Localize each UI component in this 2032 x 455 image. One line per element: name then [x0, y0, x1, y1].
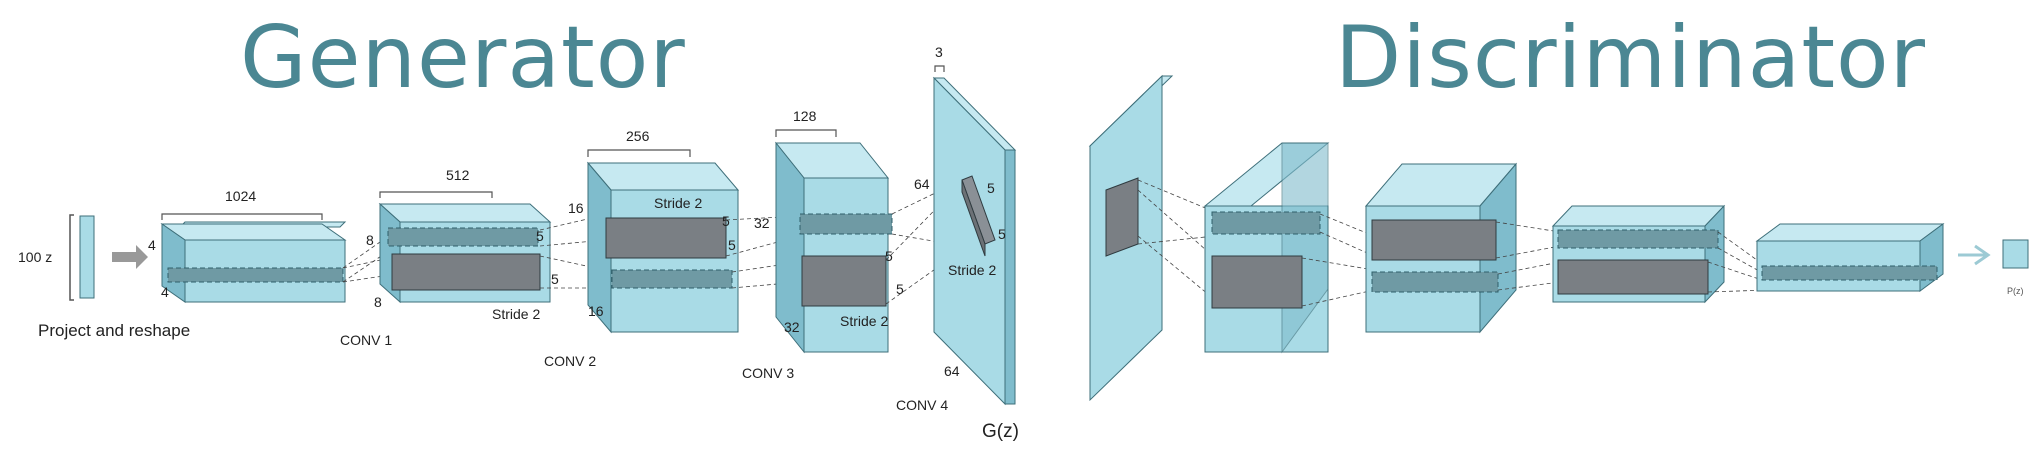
dim-64-top: 64: [914, 176, 930, 192]
dim-32-bottom: 32: [784, 319, 800, 335]
disc-block-3: [1551, 204, 1726, 304]
dim-3: 3: [935, 44, 943, 60]
z-vector: [79, 215, 95, 299]
dim-512: 512: [446, 167, 470, 183]
conv3-label: CONV 3: [742, 365, 794, 381]
output-arrow-icon: [1958, 244, 1991, 266]
kernel-5-d: 5: [728, 237, 736, 253]
kernel-5-h: 5: [998, 226, 1006, 242]
disc-block-2: [1364, 162, 1518, 334]
block-128: 128 32 32 64 5 5 Stride 2: [754, 108, 930, 354]
kernel-5-b: 5: [551, 271, 559, 287]
disc-input-image: [1088, 74, 1174, 402]
conv2-label: CONV 2: [544, 353, 596, 369]
input-z: 100 z Project and reshape: [18, 214, 190, 340]
generator-title: Generator: [240, 8, 686, 108]
pz-label: P(z): [2007, 286, 2024, 296]
block-1024: 1024 4 4: [148, 188, 347, 303]
z-bracket: [69, 214, 74, 301]
disc-block-4: [1755, 223, 1945, 292]
project-arrow-icon: [112, 245, 148, 269]
z-label: 100 z: [18, 249, 52, 265]
dim-32-left: 32: [754, 215, 770, 231]
stride-label-1: Stride 2: [492, 306, 540, 322]
dim-1024: 1024: [225, 188, 256, 204]
kernel-5-f: 5: [896, 281, 904, 297]
dim-64-bottom: 64: [944, 363, 960, 379]
conv4-label: CONV 4: [896, 397, 948, 413]
dim-16-left: 16: [568, 200, 584, 216]
stride-label-3: Stride 2: [840, 313, 888, 329]
stride-label-4: Stride 2: [948, 262, 996, 278]
stride-label-2: Stride 2: [654, 195, 702, 211]
kernel-5-g: 5: [987, 180, 995, 196]
dim-128: 128: [793, 108, 817, 124]
gz-label: G(z): [982, 421, 1019, 442]
dim-256: 256: [626, 128, 650, 144]
disc-connections-3: [1495, 221, 1561, 291]
generated-image: 3 5 5 Stride 2 64: [932, 44, 1017, 406]
dim-4-left: 4: [148, 237, 156, 253]
dim-4-bottom: 4: [161, 284, 169, 300]
connections-2-3: [539, 214, 606, 289]
disc-block-1: [1203, 142, 1330, 354]
disc-connections-2: [1301, 213, 1375, 307]
kernel-5-a: 5: [536, 228, 544, 244]
conv1-label: CONV 1: [340, 332, 392, 348]
discriminator-title: Discriminator: [1335, 8, 1927, 108]
dim-8-bottom: 8: [374, 294, 382, 310]
kernel-5-e: 5: [885, 248, 893, 264]
probability-box: [2002, 239, 2029, 269]
connections-1-2: [342, 234, 391, 283]
project-caption: Project and reshape: [38, 321, 190, 340]
kernel-5-c: 5: [722, 213, 730, 229]
block-256: 256 16 16 Stride 2 5 5: [568, 128, 740, 334]
block-512: 512 8 8 5 5 Stride 2: [366, 167, 559, 322]
disc-connections-1: [1137, 179, 1216, 301]
dim-16-bottom: 16: [588, 303, 604, 319]
disc-output: P(z): [1958, 239, 2029, 296]
dim-8-left: 8: [366, 232, 374, 248]
